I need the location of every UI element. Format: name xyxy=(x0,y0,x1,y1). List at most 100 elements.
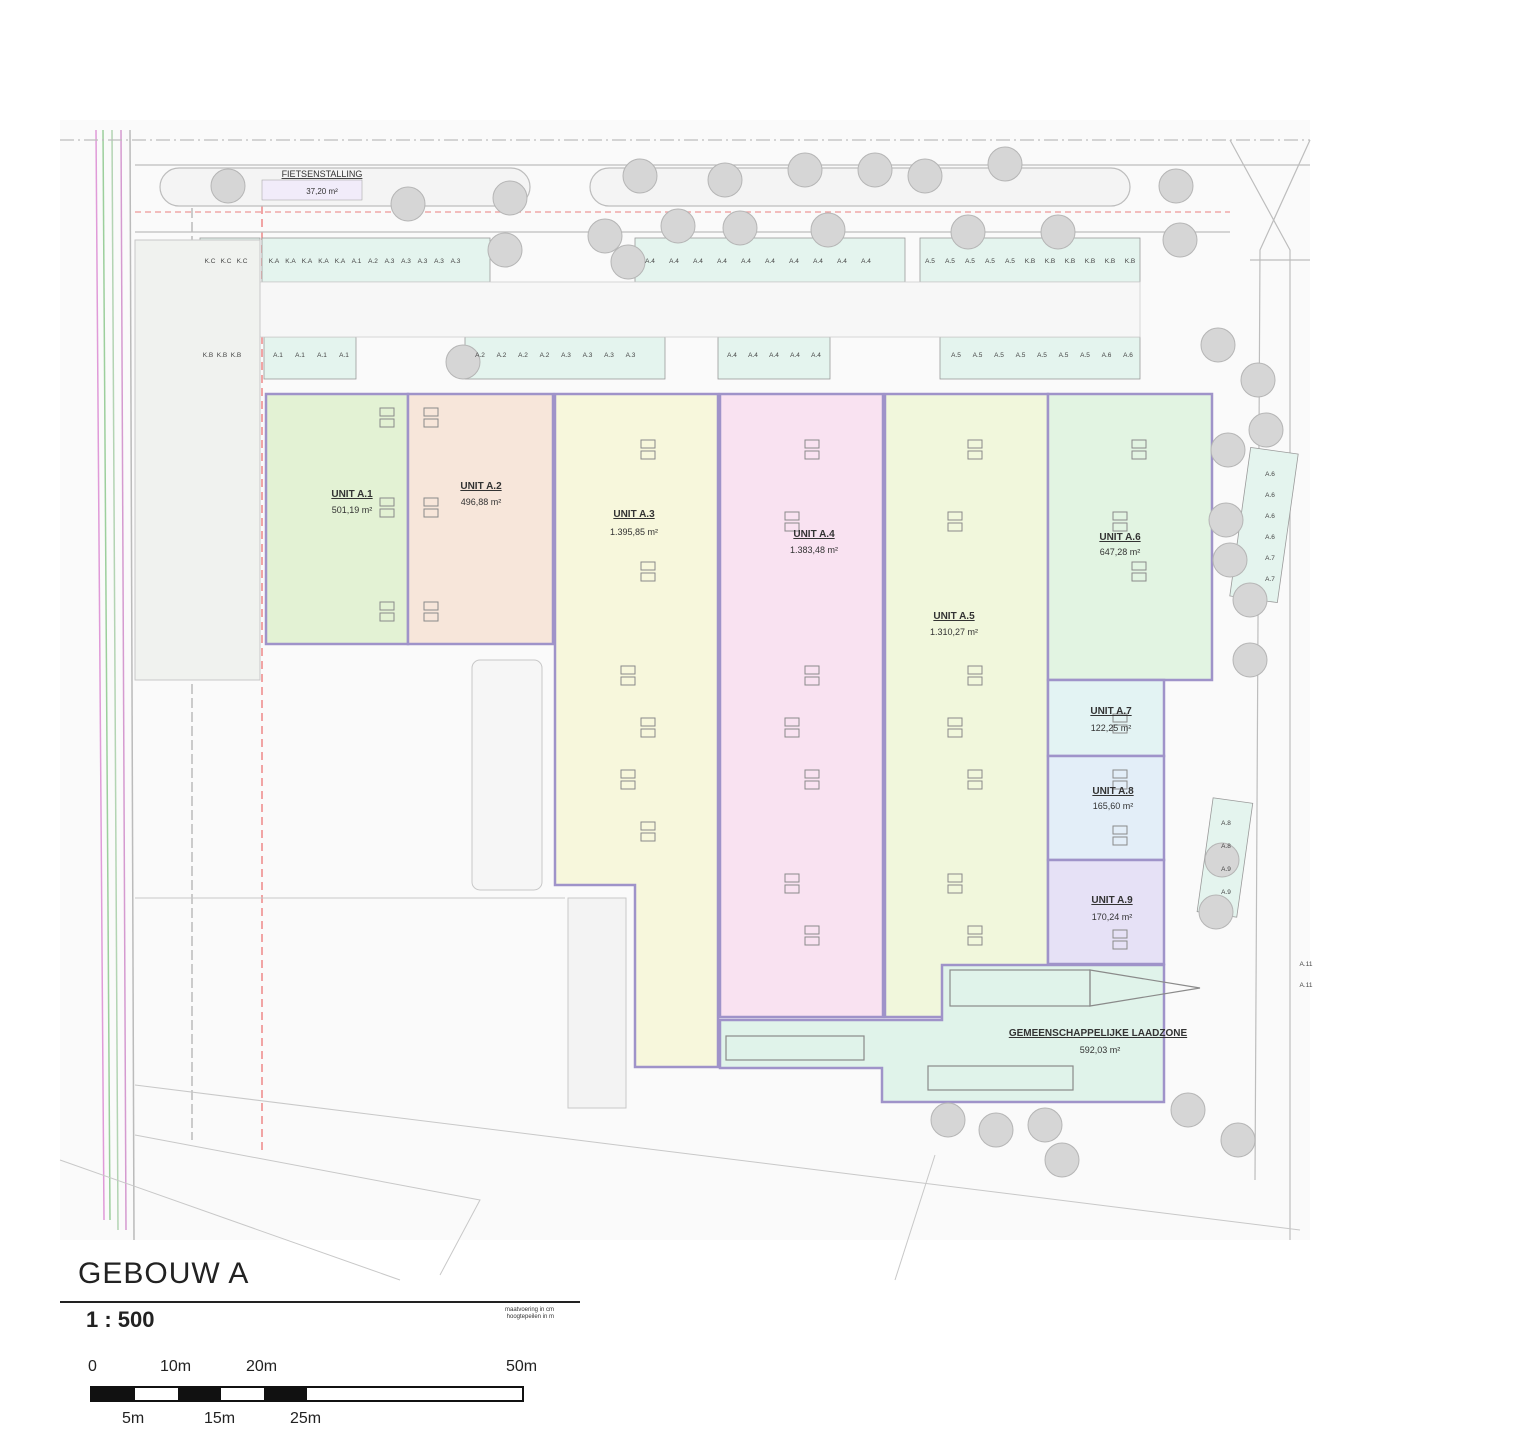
unit-a9-area-value: 170,24 m² xyxy=(1092,912,1133,922)
scale-label-15m: 15m xyxy=(204,1410,236,1427)
unit-a3-area-value: 1.395,85 m² xyxy=(610,527,658,537)
tree-icon xyxy=(930,1102,966,1138)
tree-icon xyxy=(1198,894,1234,930)
loading-zone-name: GEMEENSCHAPPELIJKE LAADZONE xyxy=(1009,1028,1188,1039)
unit-a1-area[interactable] xyxy=(264,392,410,646)
parking-space-label: A.4 xyxy=(765,258,775,265)
unit-a6-area[interactable] xyxy=(1046,392,1214,682)
door-marker-icon xyxy=(784,873,800,894)
door-marker-icon xyxy=(1112,713,1128,734)
tree-icon xyxy=(1158,168,1194,204)
parking-space-label: A.5 xyxy=(1005,258,1015,265)
parking-space-label: K.B xyxy=(231,352,241,359)
scale-bar: 0 10m 20m 50m 5m 15m 25m xyxy=(88,1358,537,1428)
tree-icon xyxy=(487,232,523,268)
parking-space-label: A.8 xyxy=(1221,843,1231,850)
loading-zone-area[interactable] xyxy=(718,963,1166,1104)
scale-label-20m: 20m xyxy=(246,1358,278,1375)
door-marker-icon xyxy=(640,561,656,582)
parking-space-label: A.2 xyxy=(540,352,550,359)
scale-label-50m: 50m xyxy=(506,1358,538,1375)
door-marker-icon xyxy=(1131,561,1147,582)
unit-a3-area[interactable] xyxy=(553,392,720,1069)
parking-space-label: A.11 xyxy=(1300,982,1313,989)
unit-a6-name: UNIT A.6 xyxy=(1099,532,1141,543)
door-marker-icon xyxy=(1112,769,1128,790)
parking-space-label: A.1 xyxy=(295,352,305,359)
parking-space-label: A.7 xyxy=(1265,576,1275,583)
parking-space-label: A.4 xyxy=(861,258,871,265)
door-marker-icon xyxy=(379,407,395,428)
parking-space-label: K.B xyxy=(217,352,227,359)
parking-space-label: A.5 xyxy=(1016,352,1026,359)
scale-ratio: 1 : 500 xyxy=(86,1307,155,1332)
bike-storage-name: FIETSENSTALLING xyxy=(282,169,363,179)
tree-icon xyxy=(1220,1122,1256,1158)
parking-space-label: A.6 xyxy=(1102,352,1112,359)
unit-a1-name: UNIT A.1 xyxy=(331,489,373,500)
unit-a6-area-value: 647,28 m² xyxy=(1100,547,1141,557)
parking-space-label: A.4 xyxy=(790,352,800,359)
dimension-notes: maatvoering in cm hoogtepeilen in m xyxy=(505,1307,554,1321)
door-marker-icon xyxy=(1112,825,1128,846)
unit-a8-area[interactable] xyxy=(1046,754,1166,862)
parking-space-label: A.2 xyxy=(368,258,378,265)
parking-space-label: A.3 xyxy=(385,258,395,265)
loading-zone-area-value: 592,03 m² xyxy=(1080,1045,1121,1055)
parking-space-label: A.4 xyxy=(717,258,727,265)
tree-icon xyxy=(810,212,846,248)
unit-a3-name: UNIT A.3 xyxy=(613,509,655,520)
tree-icon xyxy=(987,146,1023,182)
door-marker-icon xyxy=(784,717,800,738)
parking-space-label: A.4 xyxy=(813,258,823,265)
parking-space-label: A.5 xyxy=(925,258,935,265)
door-marker-icon xyxy=(620,769,636,790)
scale-label-5m: 5m xyxy=(122,1410,145,1427)
parking-space-label: A.6 xyxy=(1265,534,1275,541)
unit-a1-area-value: 501,19 m² xyxy=(332,505,373,515)
building-title: GEBOUW A xyxy=(78,1257,250,1290)
parking-space-label: A.3 xyxy=(434,258,444,265)
door-marker-icon xyxy=(804,665,820,686)
unit-a2-area[interactable] xyxy=(406,392,555,646)
parking-space-label: A.5 xyxy=(994,352,1004,359)
tree-icon xyxy=(1232,582,1268,618)
door-marker-icon xyxy=(423,601,439,622)
parking-space-label: A.1 xyxy=(352,258,362,265)
door-markers xyxy=(379,407,1147,950)
parking-space-label: A.1 xyxy=(317,352,327,359)
parking-space-label: A.4 xyxy=(693,258,703,265)
unit-a9-area[interactable] xyxy=(1046,858,1166,966)
unit-a4-area[interactable] xyxy=(718,392,885,1019)
parking-space-label: A.4 xyxy=(837,258,847,265)
parking-space-label: A.1 xyxy=(273,352,283,359)
tree-icon xyxy=(1208,502,1244,538)
door-marker-icon xyxy=(640,439,656,460)
tree-icon xyxy=(610,244,646,280)
parking-space-label: A.6 xyxy=(1265,471,1275,478)
tree-icon xyxy=(1040,214,1076,250)
unit-a8-name: UNIT A.8 xyxy=(1092,786,1134,797)
parking-space-label: A.4 xyxy=(741,258,751,265)
parking-space-label: A.5 xyxy=(985,258,995,265)
unit-a7-area[interactable] xyxy=(1046,678,1166,758)
parking-space-label: A.9 xyxy=(1221,889,1231,896)
tree-icon xyxy=(787,152,823,188)
note-line: hoogtepeilen in m xyxy=(506,1314,555,1320)
parking-space-label: K.A xyxy=(318,258,329,265)
door-marker-icon xyxy=(379,497,395,518)
parking-space-label: K.A xyxy=(285,258,296,265)
tree-icon xyxy=(1232,642,1268,678)
scale-bar-graphic xyxy=(90,1386,524,1402)
parking-space-label: A.4 xyxy=(769,352,779,359)
door-marker-icon xyxy=(967,439,983,460)
parking-space-label: A.5 xyxy=(973,352,983,359)
parking-space-label: A.8 xyxy=(1221,820,1231,827)
tree-icon xyxy=(660,208,696,244)
tree-icon xyxy=(1212,542,1248,578)
unit-a5-area[interactable] xyxy=(883,392,1050,1019)
door-marker-icon xyxy=(784,511,800,532)
tree-icon xyxy=(1027,1107,1063,1143)
truck-outlines xyxy=(725,969,1201,1091)
unit-a2-area-value: 496,88 m² xyxy=(461,497,502,507)
